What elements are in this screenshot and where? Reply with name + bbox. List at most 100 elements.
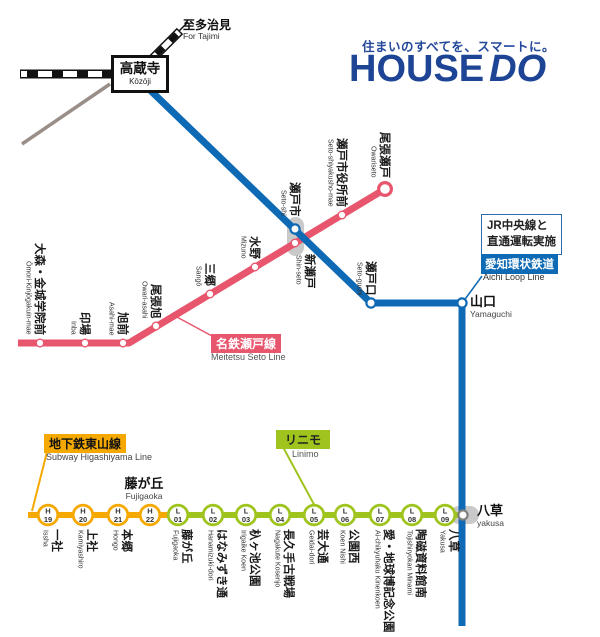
station-name-kanji: 藤が丘: [124, 476, 164, 491]
station-name-romaji: Ōmori-Kinjōgakuin-mae: [24, 261, 32, 335]
aichi-label-connector: [462, 275, 483, 303]
station-marker: [151, 321, 161, 331]
station-marker: [118, 338, 128, 348]
logo-text-house: HOUSE: [349, 48, 485, 90]
station-name-romaji: Mizuno: [239, 236, 247, 259]
station-marker: [365, 297, 377, 309]
station-name-kanji: 瀬戸市役所前: [335, 138, 348, 207]
jr-gray-line: [21, 82, 111, 146]
station-name-romaji: Yamaguchi: [470, 308, 512, 319]
station-name-kanji: 印場: [78, 312, 91, 335]
station-name-romaji: Geidai-dori: [307, 530, 315, 565]
station-name-kanji: はなみずき通: [215, 529, 228, 598]
station-marker: [166, 503, 190, 527]
station-name-kanji: 公園西: [347, 529, 360, 564]
meitetsu-label-connector: [174, 315, 213, 337]
jr-through-service-note: JR中央線と 直通運転実施: [481, 214, 562, 256]
station-name-romaji: Hanamizuki-dori: [206, 530, 214, 581]
station-marker: [106, 503, 130, 527]
jr-note-line1: JR中央線と: [487, 220, 548, 232]
station-name-kanji: 長久手古戦場: [282, 529, 295, 598]
station-name-kanji: 水野: [248, 236, 261, 259]
station-marker: [457, 509, 469, 521]
kozoji-name: 高蔵寺: [119, 61, 161, 77]
linimo-label-connector: [282, 446, 318, 511]
subway-line-label: 地下鉄東山線: [44, 434, 127, 453]
station-name-romaji: Fujigaoka: [125, 490, 163, 501]
station-name-kanji: 瀬戸口: [364, 260, 377, 296]
station-marker: [333, 503, 357, 527]
tajimi-kanji: 至多治見: [183, 18, 232, 32]
station-marker: [35, 338, 45, 348]
jr-striped-branch-dashes: [151, 29, 182, 60]
station-name-kanji: 芸大通: [316, 529, 329, 564]
station-name-kanji: 尾張旭: [149, 283, 162, 319]
station-name-kanji: 八草: [477, 503, 504, 518]
station-name-romaji: Koen Nishi: [338, 530, 346, 564]
station-name-kanji: 八草: [447, 529, 460, 552]
station-marker: [205, 289, 215, 299]
station-name-romaji: Owari-asahi: [140, 280, 148, 318]
station-name-romaji: Issha: [41, 530, 49, 547]
linimo-line-label: リニモ: [276, 430, 331, 449]
station-marker: [289, 223, 301, 235]
station-name-romaji: Fujigaoka: [171, 530, 179, 561]
station-name-kanji: 本郷: [120, 529, 133, 552]
station-marker: [377, 181, 394, 198]
station-name-kanji: 藤が丘: [180, 529, 193, 564]
meitetsu-line-path: [18, 186, 387, 347]
station-marker: [234, 503, 258, 527]
station-name-romaji: Seto-guchi: [355, 261, 363, 295]
jr-note-line2: 直通運転実施: [487, 235, 556, 248]
station-name-kanji: 新瀬戸: [303, 254, 316, 289]
jr-branch-tip: [178, 21, 189, 32]
tajimi-romaji: For Tajimi: [183, 31, 220, 42]
aichi-loop-line-path: [147, 87, 466, 626]
brand-tagline: 住まいのすべてを、スマートに。: [362, 40, 556, 54]
station-marker: [268, 503, 292, 527]
station-name-romaji: Inba: [69, 321, 77, 335]
station-name-romaji: Shin-seto: [294, 255, 302, 285]
station-name-kanji: 山口: [470, 294, 497, 309]
meitetsu-line-label: 名鉄瀬戸線: [211, 334, 282, 353]
logo-text-do: DO: [489, 48, 547, 90]
station-marker: [36, 503, 60, 527]
station-name-kanji: 上社: [85, 529, 98, 552]
station-name-kanji: 一社: [50, 529, 63, 552]
linimo-line-label-en: Linimo: [292, 449, 319, 459]
station-name-romaji: Hongo: [111, 530, 119, 551]
station-marker: [368, 503, 392, 527]
meitetsu-line-label-en: Meitetsu Seto Line: [211, 352, 286, 362]
station-name-kanji: 三郷: [203, 263, 216, 286]
